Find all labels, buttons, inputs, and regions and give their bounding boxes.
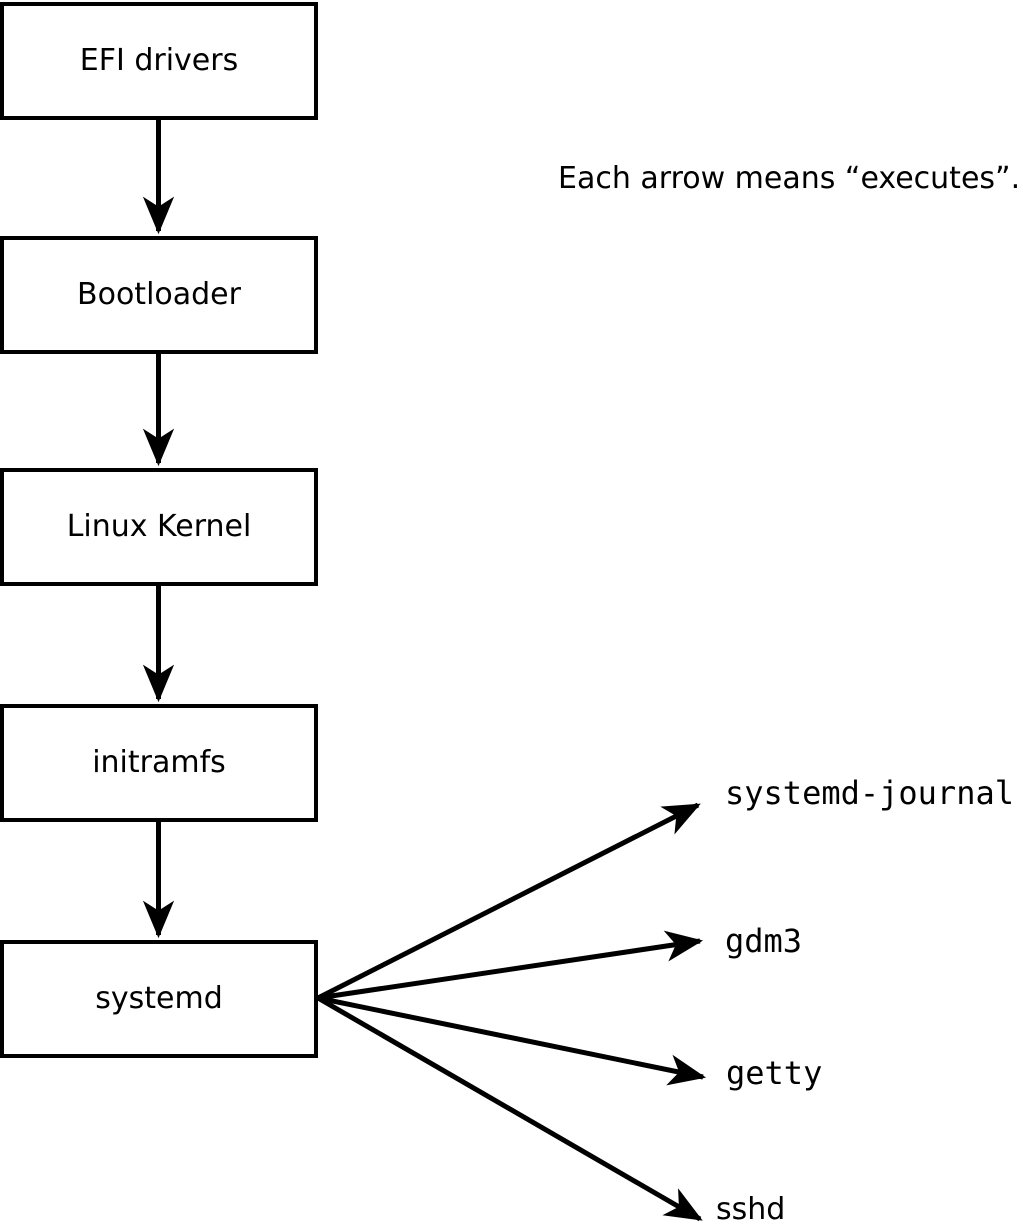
edge-systemd-to-systemd-journal	[316, 802, 701, 1001]
node-initramfs-label: initramfs	[92, 745, 226, 780]
node-bootloader-label: Bootloader	[77, 277, 241, 312]
service-label-systemd-journal: systemd-journal	[725, 774, 1014, 812]
edge-systemd-to-getty	[317, 995, 707, 1086]
node-bootloader: Bootloader	[0, 236, 318, 354]
node-efi-drivers-label: EFI drivers	[79, 43, 239, 78]
node-systemd: systemd	[0, 940, 318, 1058]
legend-note: Each arrow means “executes”.	[558, 161, 1021, 196]
node-linux-kernel-label: Linux Kernel	[66, 509, 252, 544]
node-systemd-label: systemd	[95, 981, 223, 1016]
node-initramfs: initramfs	[0, 704, 318, 822]
node-linux-kernel: Linux Kernel	[0, 468, 318, 586]
edge-systemd-to-gdm3	[317, 930, 704, 1001]
node-efi-drivers: EFI drivers	[0, 2, 318, 120]
service-label-gdm3: gdm3	[725, 922, 803, 960]
service-label-getty: getty	[726, 1054, 823, 1092]
service-label-sshd: sshd	[716, 1192, 786, 1227]
edge-systemd-to-sshd	[316, 995, 703, 1222]
